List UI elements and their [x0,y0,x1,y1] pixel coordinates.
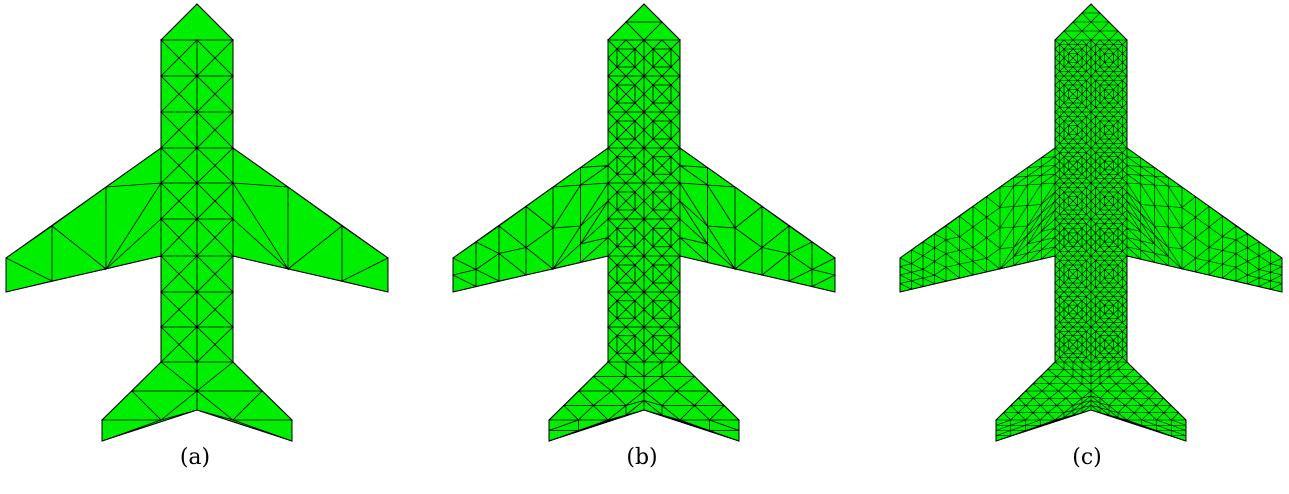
triangle-edges [451,3,837,442]
airplane-mesh-coarse [5,3,389,442]
triangle-edges [5,3,389,442]
panel-c: (c) [894,0,1289,494]
mesh-edges [451,3,837,442]
panel-b: (b) [447,0,877,494]
caption-a: (a) [179,445,211,470]
mesh-edges [899,3,1283,442]
caption-b: (b) [626,445,658,470]
triangle-edges [899,3,1283,442]
caption-c: (c) [1072,445,1102,470]
airplane-mesh-medium [451,3,837,442]
mesh-edges [5,3,389,442]
airplane-mesh-fine [899,3,1283,442]
panel-a: (a) [0,0,430,494]
